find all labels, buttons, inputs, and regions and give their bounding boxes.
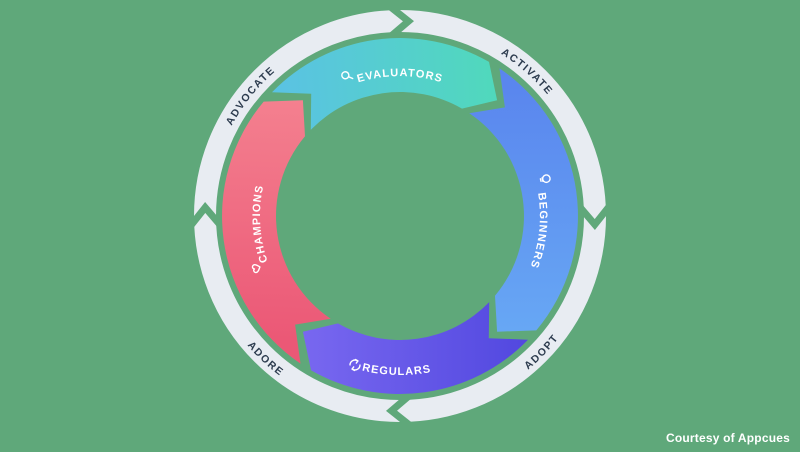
- cycle-icon: [349, 358, 361, 372]
- ring-chevron-bottom-icon: [385, 394, 412, 428]
- lightbulb-icon: [539, 174, 551, 184]
- magnifier-icon: [341, 71, 354, 80]
- segment-beginners: [469, 68, 578, 332]
- ring-chevron-top-icon: [388, 4, 415, 38]
- outer-ring: [194, 10, 606, 422]
- ring-chevron-left-icon: [188, 201, 222, 228]
- heart-icon: [251, 263, 261, 274]
- ring-chevron-right-icon: [578, 204, 612, 231]
- segment-champions: [222, 100, 331, 364]
- segment-evaluators: [272, 38, 498, 130]
- courtesy-credit: Courtesy of Appcues: [665, 431, 790, 445]
- segment-label-regulars: REGULARS: [361, 362, 432, 378]
- segment-regulars: [302, 302, 528, 395]
